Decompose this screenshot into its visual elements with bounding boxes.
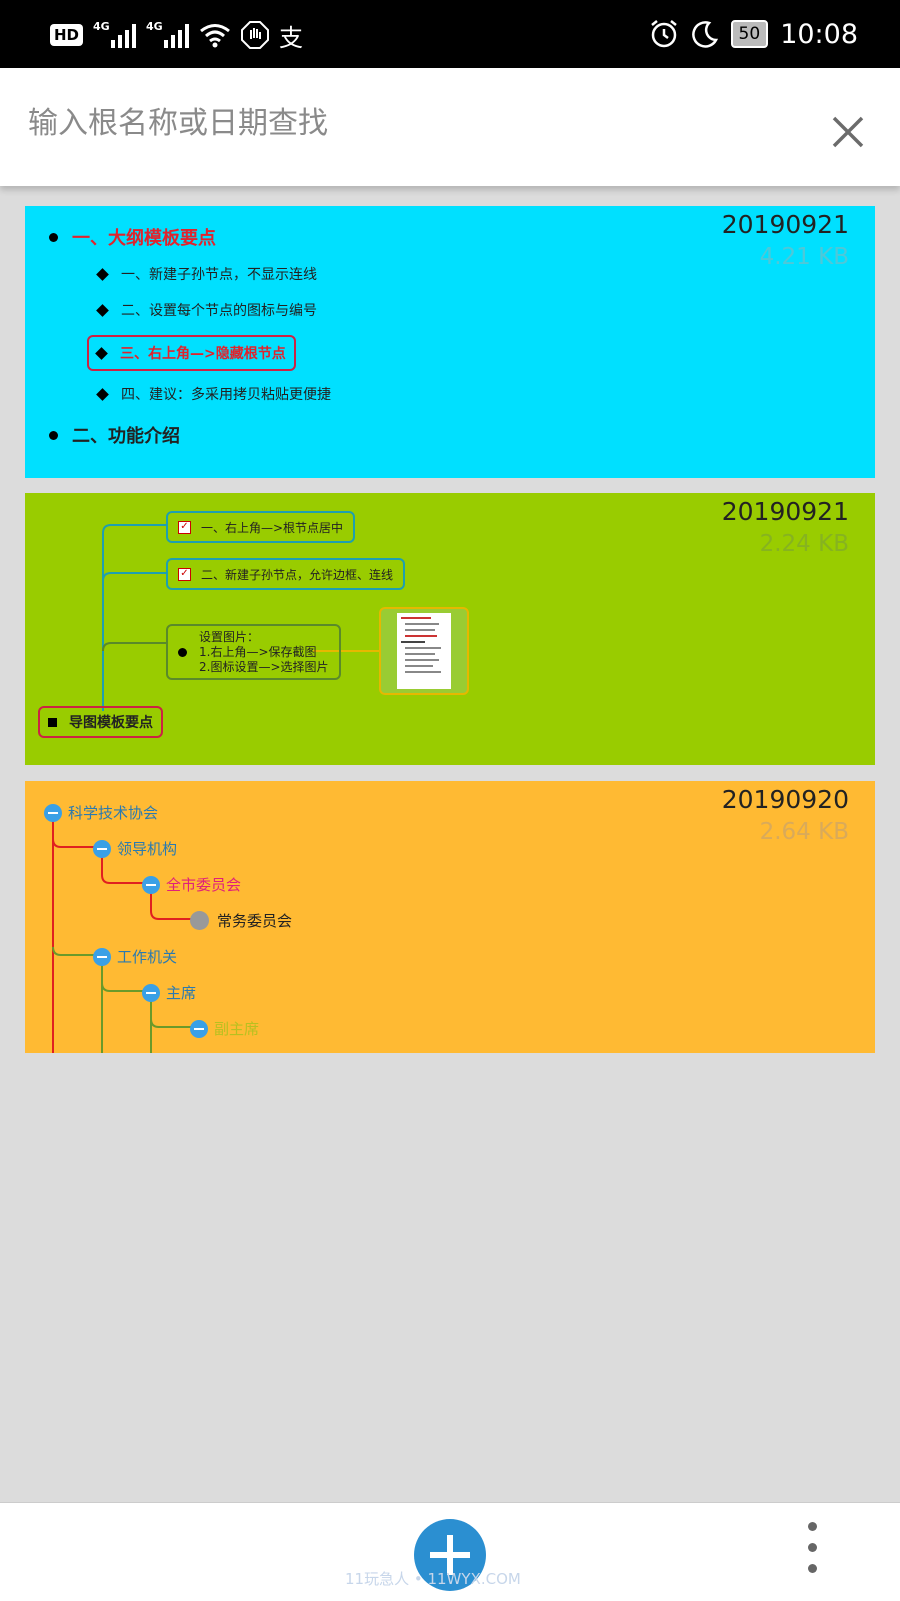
collapse-icon (44, 803, 62, 822)
collapse-icon (93, 947, 111, 966)
file-card-mindmap[interactable]: 20190921 2.24 KB ✓ 一、右上角—>根节点居中 ✓ 二、新建子孙… (25, 493, 875, 765)
tree-node-label: 科学技术协会 (68, 804, 159, 822)
collapse-icon (93, 839, 111, 858)
outline-subitem: 二、设置每个节点的图标与编号 (96, 300, 317, 320)
tree-node-label: 全市委员会 (166, 876, 242, 894)
diamond-icon (95, 346, 108, 360)
collapse-icon (190, 1019, 208, 1038)
mindmap-node: ✓ 一、右上角—>根节点居中 (166, 511, 356, 543)
plus-icon[interactable] (414, 1519, 486, 1591)
search-input[interactable] (26, 94, 790, 152)
tree-node: 领导机构 (93, 838, 177, 859)
hand-icon (241, 21, 270, 49)
outline-item: 一、大纲模板要点 (49, 224, 216, 250)
outline-item-label: 一、大纲模板要点 (72, 228, 216, 249)
outline-subitem-label: 一、新建子孙节点，不显示连线 (121, 267, 317, 283)
alarm-icon (650, 20, 677, 48)
signal-icon: 4G (93, 20, 137, 48)
signal-icon-2: 4G (146, 20, 190, 48)
hd-icon: HD (50, 24, 84, 46)
bullet-icon (178, 647, 187, 657)
status-right: 50 10:08 (649, 14, 858, 54)
mindmap-connectors (102, 524, 379, 711)
tree-node: 副主席 (190, 1018, 259, 1039)
collapse-icon (142, 983, 160, 1002)
outline-subitem-label: 二、设置每个节点的图标与编号 (121, 303, 317, 319)
card-date: 20190921 (721, 497, 849, 526)
card-size: 4.21 KB (759, 244, 849, 270)
diamond-icon (96, 303, 109, 317)
tree-node-label: 领导机构 (117, 840, 178, 858)
outline-subitem: 一、新建子孙节点，不显示连线 (96, 264, 317, 284)
more-vertical-icon[interactable] (800, 1522, 824, 1582)
status-left: HD 4G 4G 支 (50, 18, 303, 52)
outline-item: 二、功能介绍 (49, 422, 180, 448)
diamond-icon (96, 267, 109, 281)
network-label: 4G (93, 20, 110, 33)
thumbnail-image (379, 607, 469, 695)
mindmap-node-image-settings: 设置图片： 1.右上角—>保存截图 2.图标设置—>选择图片 (166, 624, 341, 680)
card-date: 20190921 (721, 210, 849, 239)
tree-node-label: 常务委员会 (217, 912, 293, 930)
tree-node: 科学技术协会 (44, 802, 158, 823)
wifi-icon (200, 24, 230, 48)
watermark: 11玩急人 • 11WYX.COM (345, 1570, 521, 1588)
mindmap-root-label: 导图模板要点 (69, 715, 153, 731)
card-size: 2.24 KB (759, 531, 849, 557)
outline-subitem-label: 三、右上角—>隐藏根节点 (120, 346, 286, 362)
status-bar: HD 4G 4G 支 50 10:08 (0, 0, 900, 68)
checkbox-icon: ✓ (178, 567, 191, 581)
mindmap-node-line: 1.右上角—>保存截图 (199, 644, 317, 659)
moon-icon (691, 21, 718, 48)
checkbox-icon: ✓ (178, 520, 191, 534)
tree-node-label: 副主席 (214, 1020, 260, 1038)
tree-connectors (52, 820, 199, 1053)
square-icon (48, 717, 57, 727)
leaf-dot-icon (190, 911, 209, 930)
collapse-icon (142, 875, 160, 894)
diamond-icon (96, 387, 109, 401)
tree-node-label: 工作机关 (117, 948, 178, 966)
file-card-tree[interactable]: 20190920 2.64 KB 科学技术协会 领导机构 全市委员会 常务委员会… (25, 781, 875, 1053)
file-card-outline[interactable]: 20190921 4.21 KB 一、大纲模板要点 一、新建子孙节点，不显示连线… (25, 206, 875, 478)
search-header (0, 68, 900, 186)
tree-node: 主席 (142, 982, 196, 1003)
outline-item-label: 二、功能介绍 (72, 426, 180, 447)
bullet-icon (49, 232, 58, 242)
tree-node: 常务委员会 (190, 910, 292, 931)
network-label-2: 4G (146, 20, 163, 33)
alipay-icon: 支 (279, 23, 304, 52)
mindmap-node-label: 一、右上角—>根节点居中 (201, 520, 344, 535)
tree-node: 工作机关 (93, 946, 177, 967)
tree-node-label: 主席 (166, 984, 197, 1002)
card-size: 2.64 KB (759, 819, 849, 845)
card-date: 20190920 (721, 785, 849, 814)
mindmap-node-label: 二、新建子孙节点，允许边框、连线 (201, 567, 394, 582)
mindmap-node-title: 设置图片： (199, 629, 260, 644)
tree-node: 全市委员会 (142, 874, 241, 895)
mindmap-node: ✓ 二、新建子孙节点，允许边框、连线 (166, 558, 406, 590)
mindmap-root: 导图模板要点 (38, 706, 163, 738)
outline-subitem-highlighted: 三、右上角—>隐藏根节点 (87, 335, 296, 371)
battery-icon: 50 (730, 20, 769, 48)
close-icon[interactable] (830, 114, 866, 150)
outline-subitem: 四、建议：多采用拷贝粘贴更便捷 (96, 384, 331, 404)
clock: 10:08 (780, 18, 858, 50)
bullet-icon (49, 430, 58, 440)
outline-subitem-label: 四、建议：多采用拷贝粘贴更便捷 (121, 387, 331, 403)
mindmap-node-line: 2.图标设置—>选择图片 (199, 659, 329, 674)
